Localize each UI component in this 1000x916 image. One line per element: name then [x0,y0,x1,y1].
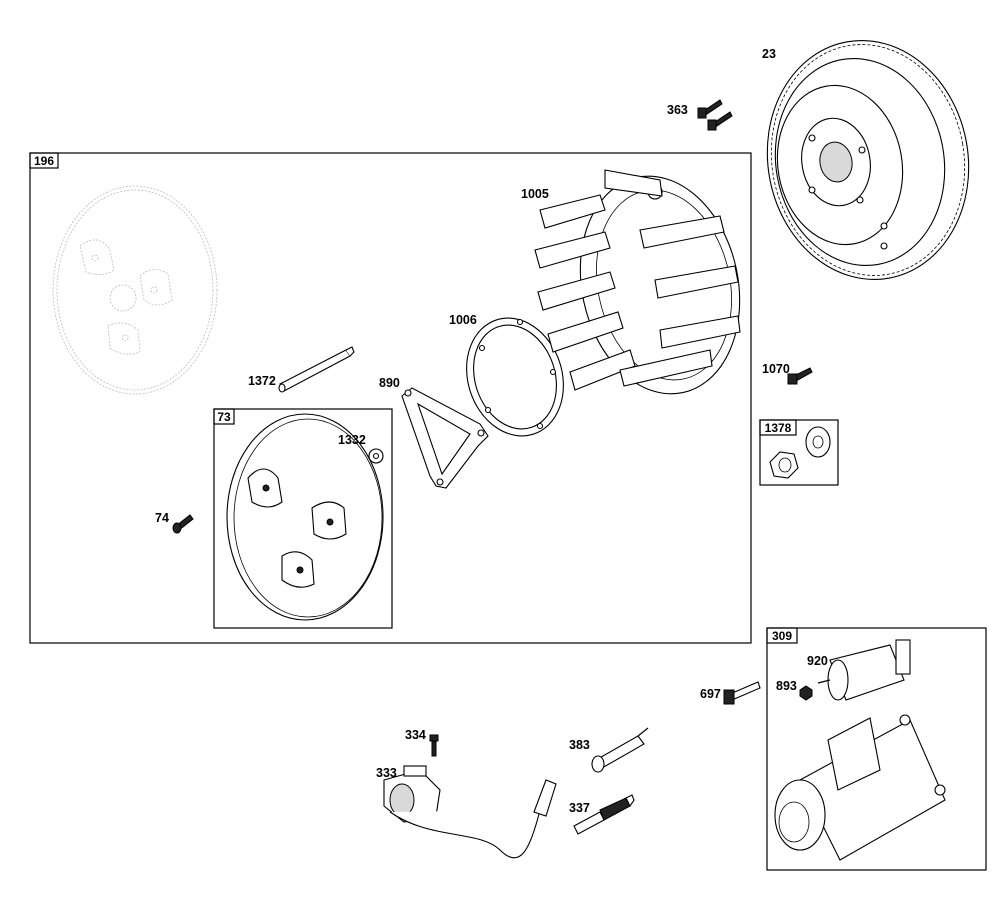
group-tag-309: 309 [772,629,792,643]
nut-893 [799,685,813,701]
callout-1332: 1332 [338,433,366,447]
callout-334: 334 [405,728,426,742]
callout-920: 920 [807,654,828,668]
plug-tool-383 [591,727,649,773]
washer-1332 [368,448,384,464]
callout-697: 697 [700,687,721,701]
callout-1006: 1006 [449,313,477,327]
cooling-fan-1005 [534,169,741,395]
solenoid-920 [817,639,911,701]
bracket-890 [401,387,489,489]
screw-74 [172,514,194,534]
gasket-ring-1006 [466,317,564,437]
bolt-697 [723,681,761,705]
group-tag-1378: 1378 [765,421,792,435]
group-tag-196: 196 [34,154,54,168]
callout-893: 893 [776,679,797,693]
pin-1372 [278,346,355,393]
callout-890: 890 [379,376,400,390]
callout-74: 74 [155,511,169,525]
callout-337: 337 [569,801,590,815]
group-tag-73: 73 [217,410,231,424]
group-box-73: 73 [213,408,393,629]
callout-383: 383 [569,738,590,752]
callout-1070: 1070 [762,362,790,376]
flywheel-23 [766,40,970,280]
bolts-363 [697,99,733,131]
callout-333: 333 [376,766,397,780]
bolt-1070 [787,367,813,385]
group-box-196: 196 [29,152,752,644]
callout-1005: 1005 [521,187,549,201]
group-box-309: 309 [766,627,987,871]
screw-334 [429,734,439,757]
callout-23: 23 [762,47,776,61]
ghost-screen-disc [52,185,218,395]
ignition-coil-333 [383,765,557,859]
callout-363: 363 [667,103,688,117]
rotating-screen-73 [226,413,384,621]
group-box-1378: 1378 [759,419,839,486]
callout-1372: 1372 [248,374,276,388]
starter-motor-309 [774,714,946,861]
spark-plug-337 [573,794,635,835]
